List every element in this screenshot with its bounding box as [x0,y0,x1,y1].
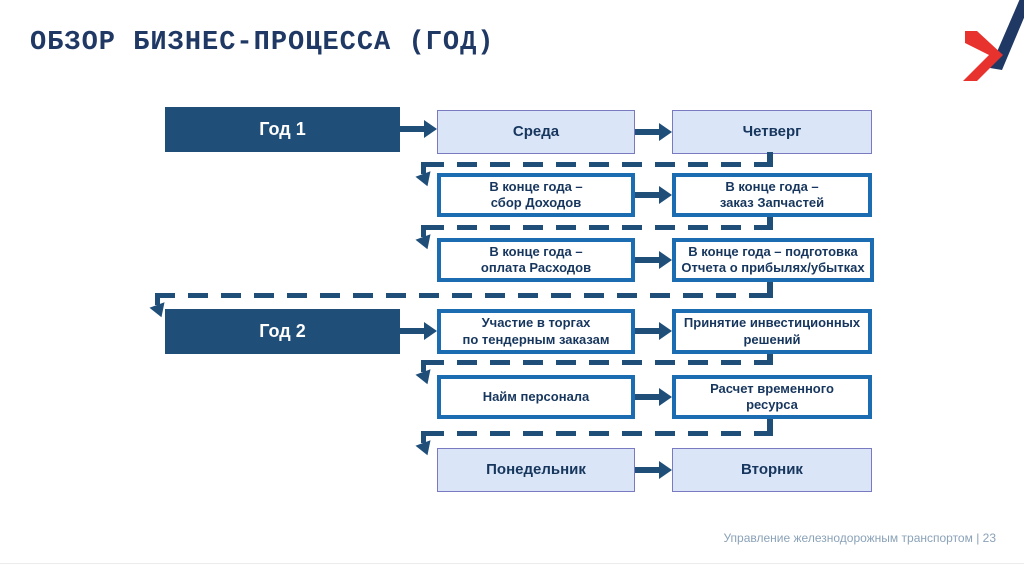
loopback-bar-5 [421,431,426,443]
box-thursday: Четверг [672,110,872,154]
box-tuesday: Вторник [672,448,872,492]
arrow-year2-to-tenders [400,322,437,340]
slide-title: ОБЗОР БИЗНЕС-ПРОЦЕССА (ГОД) [30,28,495,58]
box-profit-report: В конце года – подготовка Отчета о прибы… [672,238,874,282]
loopback-bar-2 [421,225,426,237]
connector-parts-down [767,217,773,230]
dashed-connector-3 [155,293,773,298]
connector-report-down [767,282,773,298]
loopback-bar-1 [421,162,426,174]
loopback-bar-4 [421,360,426,372]
dashed-connector-1 [424,162,773,167]
dashed-connector-2 [424,225,773,230]
box-time-resource: Расчет временного ресурса [672,375,872,419]
connector-thursday-down [767,152,773,167]
loopback-arrow-2-icon [415,234,435,252]
loopback-arrow-4-icon [415,369,435,387]
arrow-income-to-parts [635,186,672,204]
box-year-1: Год 1 [165,107,400,152]
arrow-hiring-to-resource [635,388,672,406]
box-pay-expenses: В конце года – оплата Расходов [437,238,635,282]
logo-red-chevron [963,31,1003,81]
arrow-expenses-to-report [635,251,672,269]
box-monday: Понедельник [437,448,635,492]
connector-investment-down [767,354,773,365]
connector-resource-down [767,419,773,436]
dashed-connector-5 [424,431,773,436]
box-order-parts: В конце года – заказ Запчастей [672,173,872,217]
box-wednesday: Среда [437,110,635,154]
dashed-connector-4 [424,360,773,365]
arrow-tenders-to-investment [635,322,672,340]
arrow-year1-to-wednesday [400,120,437,138]
loopback-bar-3 [155,293,160,305]
box-hiring: Найм персонала [437,375,635,419]
box-investment: Принятие инвестиционных решений [672,309,872,354]
box-year-2: Год 2 [165,309,400,354]
box-tenders: Участие в торгах по тендерным заказам [437,309,635,354]
box-collect-income: В конце года – сбор Доходов [437,173,635,217]
footer-pagination: Управление железнодорожным транспортом |… [723,531,996,545]
arrow-monday-to-tuesday [635,461,672,479]
bottom-divider [0,563,1024,564]
loopback-arrow-1-icon [415,171,435,189]
arrow-wednesday-to-thursday [635,123,672,141]
loopback-arrow-5-icon [415,440,435,458]
university-brand-logo-icon [963,0,1024,81]
